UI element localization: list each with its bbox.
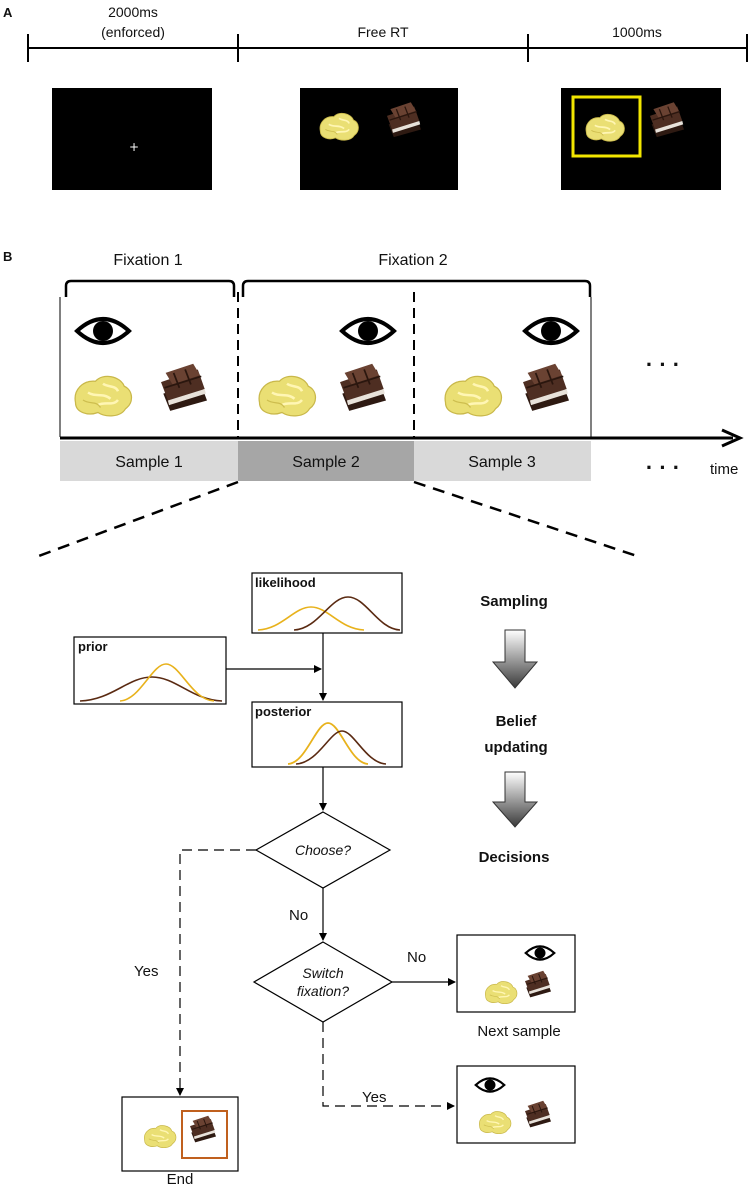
panel-a-label: A <box>3 5 13 20</box>
end-screen <box>121 1096 239 1172</box>
down-arrow-icon <box>491 629 539 689</box>
no-label-choose: No <box>289 907 308 924</box>
fixation-2-bracket <box>241 279 592 297</box>
likelihood-label: likelihood <box>255 575 316 590</box>
sample-1-label: Sample 1 <box>115 454 183 471</box>
next-sample-screen <box>456 934 576 1013</box>
sample-1-bar <box>60 441 238 481</box>
switch-label-line1: Switch <box>302 965 343 981</box>
likelihood-box <box>251 572 403 634</box>
prior-label: prior <box>78 639 108 654</box>
sample-3-bar <box>414 441 591 481</box>
switch-label-line2: fixation? <box>297 983 349 999</box>
eye-icon <box>340 317 396 345</box>
stage-sampling: Sampling <box>480 593 548 610</box>
sample-2-label: Sample 2 <box>292 454 360 471</box>
sample-2-bar <box>238 441 414 481</box>
prior-box <box>73 636 227 705</box>
fixation-1-label: Fixation 1 <box>113 252 182 269</box>
screen-choice <box>300 88 458 190</box>
timeline-label-2000ms: 2000ms <box>108 4 158 20</box>
switched-fixation-screen <box>456 1065 576 1144</box>
chocolate-icon <box>339 362 387 412</box>
next-sample-label: Next sample <box>477 1023 560 1040</box>
timeline-label-1000ms: 1000ms <box>612 24 662 40</box>
timeline-label-free-rt: Free RT <box>357 24 409 40</box>
choose-label: Choose? <box>295 842 351 858</box>
ellipsis-top: · · · <box>646 352 680 377</box>
time-arrowhead <box>721 428 744 448</box>
chocolate-icon <box>522 362 570 412</box>
posterior-label: posterior <box>255 704 311 719</box>
chips-icon <box>443 375 503 418</box>
end-label: End <box>167 1171 194 1188</box>
fixation-2-label: Fixation 2 <box>378 252 447 269</box>
no-label-switch: No <box>407 949 426 966</box>
svg-text:+: + <box>129 140 139 154</box>
time-label: time <box>710 461 738 478</box>
yes-label-choose: Yes <box>134 963 158 980</box>
down-arrow-icon <box>491 771 539 828</box>
panel-b-label: B <box>3 249 12 264</box>
ellipsis-bottom: · · · <box>646 455 680 480</box>
eye-icon <box>523 317 579 345</box>
timeline-a <box>27 34 748 62</box>
screen-feedback <box>561 88 721 190</box>
eye-icon <box>75 317 131 345</box>
stage-decisions: Decisions <box>479 849 550 866</box>
switch-fixation-decision <box>252 941 394 1023</box>
stage-belief: Belief <box>496 713 538 730</box>
timeline-label-enforced: (enforced) <box>101 24 165 40</box>
fixation-1-bracket <box>64 279 236 297</box>
screen-fixation: + <box>52 88 212 190</box>
posterior-box <box>251 701 403 768</box>
sample-3-label: Sample 3 <box>468 454 536 471</box>
yes-label-switch: Yes <box>362 1089 386 1106</box>
chips-icon <box>257 375 317 418</box>
chocolate-icon <box>160 362 208 412</box>
stage-updating: updating <box>484 739 547 756</box>
chips-icon <box>73 375 133 418</box>
